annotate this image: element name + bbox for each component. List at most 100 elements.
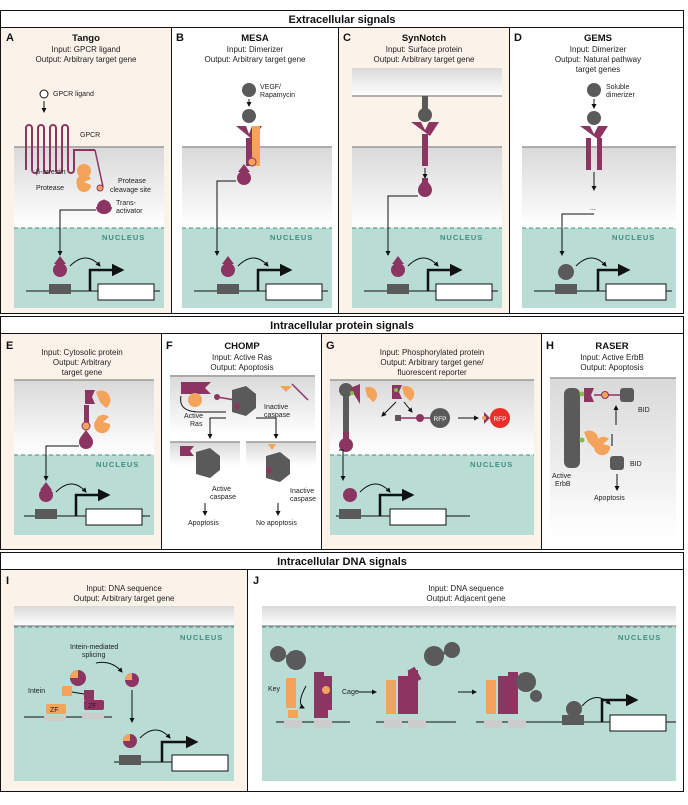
- svg-text:Inactive: Inactive: [264, 404, 288, 411]
- svg-text:Protease: Protease: [118, 178, 146, 185]
- ligand-icon: [39, 89, 49, 99]
- svg-text:Input: Active Ras: Input: Active Ras: [212, 353, 272, 362]
- svg-text:B: B: [176, 32, 184, 44]
- panel-mesa: B MESA Input: Dimerizer Output: Arbitrar…: [176, 32, 332, 308]
- svg-text:Input: Dimerizer: Input: Dimerizer: [227, 45, 284, 54]
- svg-text:Soluble: Soluble: [606, 84, 629, 91]
- svg-text:Cage: Cage: [342, 689, 359, 696]
- svg-text:ZF: ZF: [88, 703, 97, 710]
- svg-text:Input: Cytosolic protein: Input: Cytosolic protein: [41, 348, 122, 357]
- panel-gems: D GEMS Input: Dimerizer Output: Natural …: [514, 32, 676, 308]
- svg-text:H: H: [546, 340, 554, 352]
- svg-text:fluorescent reporter: fluorescent reporter: [397, 368, 467, 377]
- svg-text:caspase: caspase: [290, 496, 316, 503]
- svg-text:ErbB: ErbB: [555, 481, 571, 488]
- svg-text:Protease: Protease: [36, 185, 64, 192]
- svg-text:Input: Active ErbB: Input: Active ErbB: [580, 353, 644, 362]
- svg-text:Output: Arbitrary target gene: Output: Arbitrary target gene: [74, 594, 175, 603]
- panel-tango: A Tango Input: GPCR ligand Output: Arbit…: [6, 32, 164, 308]
- panel-raser: H RASER Input: Active ErbB Output: Apopt…: [546, 340, 676, 538]
- svg-text:Output: Apoptosis: Output: Apoptosis: [580, 363, 643, 372]
- svg-text:activator: activator: [116, 208, 143, 215]
- svg-text:Input: Surface protein: Input: Surface protein: [386, 45, 463, 54]
- section-intracellular-dna-title: Intracellular DNA signals: [277, 556, 407, 568]
- svg-text:cleavage site: cleavage site: [110, 187, 151, 194]
- svg-text:ZF: ZF: [50, 707, 59, 714]
- svg-text:E: E: [6, 340, 13, 352]
- svg-text:NUCLEUS: NUCLEUS: [612, 233, 655, 242]
- svg-text:Active: Active: [184, 413, 203, 420]
- svg-text:Output: Natural pathway: Output: Natural pathway: [555, 55, 641, 64]
- gpcr-icon: [25, 124, 95, 174]
- svg-text:GEMS: GEMS: [584, 33, 612, 44]
- dimerizer-icon: [242, 83, 256, 97]
- section-intracellular-protein-title: Intracellular protein signals: [270, 320, 414, 332]
- svg-text:caspase: caspase: [210, 494, 236, 501]
- panel-intein: I Input: DNA sequence Output: Arbitrary …: [6, 575, 234, 781]
- svg-text:I: I: [6, 575, 9, 587]
- svg-text:Input: Dimerizer: Input: Dimerizer: [570, 45, 627, 54]
- svg-text:J: J: [253, 575, 259, 587]
- panel-output: Output: Arbitrary target gene: [36, 55, 137, 64]
- svg-text:caspase: caspase: [264, 412, 290, 419]
- svg-text:β-arrestin: β-arrestin: [36, 169, 66, 176]
- svg-text:NUCLEUS: NUCLEUS: [270, 233, 313, 242]
- panel-title: Tango: [72, 33, 100, 44]
- svg-text:Trans-: Trans-: [116, 200, 137, 207]
- panel-key-cage: J Input: DNA sequence Output: Adjacent g…: [253, 575, 676, 781]
- svg-text:NUCLEUS: NUCLEUS: [470, 460, 513, 469]
- svg-text:GPCR: GPCR: [80, 132, 100, 139]
- svg-text:Intein: Intein: [28, 688, 45, 695]
- panel-cytosolic: E Input: Cytosolic protein Output: Arbit…: [6, 340, 154, 535]
- svg-text:Input: DNA sequence: Input: DNA sequence: [86, 584, 162, 593]
- svg-text:Output: Apoptosis: Output: Apoptosis: [210, 363, 273, 372]
- svg-text:Key: Key: [268, 686, 281, 693]
- svg-text:Ras: Ras: [190, 421, 203, 428]
- svg-text:NUCLEUS: NUCLEUS: [96, 460, 139, 469]
- svg-text:Input: Phosphorylated protein: Input: Phosphorylated protein: [380, 348, 485, 357]
- svg-text:Output: Arbitrary target gene/: Output: Arbitrary target gene/: [380, 358, 484, 367]
- svg-text:BID: BID: [630, 461, 642, 468]
- svg-text:VEGF/: VEGF/: [260, 84, 281, 91]
- svg-text:splicing: splicing: [82, 652, 105, 659]
- panel-phospho: G Input: Phosphorylated protein Output: …: [326, 340, 534, 535]
- svg-text:target gene: target gene: [62, 368, 103, 377]
- rfp-label: RFP: [434, 416, 447, 423]
- svg-text:dimerizer: dimerizer: [606, 92, 635, 99]
- panel-letter: A: [6, 32, 14, 44]
- svg-text:Output: Adjacent gene: Output: Adjacent gene: [426, 594, 506, 603]
- svg-text:C: C: [343, 32, 351, 44]
- svg-text:Inactive: Inactive: [290, 488, 314, 495]
- svg-text:BID: BID: [638, 407, 650, 414]
- svg-text:CHOMP: CHOMP: [224, 341, 260, 352]
- panel-chomp: F CHOMP Input: Active Ras Output: Apopto…: [166, 340, 316, 527]
- svg-text:Rapamycin: Rapamycin: [260, 92, 295, 99]
- svg-text:...: ...: [590, 205, 596, 212]
- svg-text:Output: Arbitrary: Output: Arbitrary: [53, 358, 111, 367]
- rfp-active-label: RFP: [494, 416, 507, 423]
- svg-text:Intein-mediated: Intein-mediated: [70, 644, 118, 651]
- svg-text:NUCLEUS: NUCLEUS: [618, 633, 661, 642]
- svg-text:SynNotch: SynNotch: [402, 33, 447, 44]
- svg-text:Active: Active: [212, 486, 231, 493]
- svg-text:RASER: RASER: [595, 341, 628, 352]
- svg-text:target genes: target genes: [576, 65, 620, 74]
- svg-text:Apoptosis: Apoptosis: [594, 495, 625, 502]
- svg-text:MESA: MESA: [241, 33, 269, 44]
- svg-text:Active: Active: [552, 473, 571, 480]
- arrestin-icon: [77, 164, 91, 178]
- svg-text:GPCR ligand: GPCR ligand: [53, 91, 94, 98]
- svg-text:D: D: [514, 32, 522, 44]
- svg-text:F: F: [166, 340, 173, 352]
- svg-text:Output: Arbitrary target gene: Output: Arbitrary target gene: [374, 55, 475, 64]
- svg-text:Input: DNA sequence: Input: DNA sequence: [428, 584, 504, 593]
- svg-text:Output: Arbitrary target gene: Output: Arbitrary target gene: [205, 55, 306, 64]
- svg-text:G: G: [326, 340, 335, 352]
- nucleus-label: NUCLEUS: [102, 233, 145, 242]
- protease-icon: [76, 174, 91, 192]
- panel-input: Input: GPCR ligand: [52, 45, 121, 54]
- section-extracellular-title: Extracellular signals: [289, 14, 396, 26]
- panel-synnotch: C SynNotch Input: Surface protein Output…: [343, 32, 502, 308]
- svg-text:NUCLEUS: NUCLEUS: [180, 633, 223, 642]
